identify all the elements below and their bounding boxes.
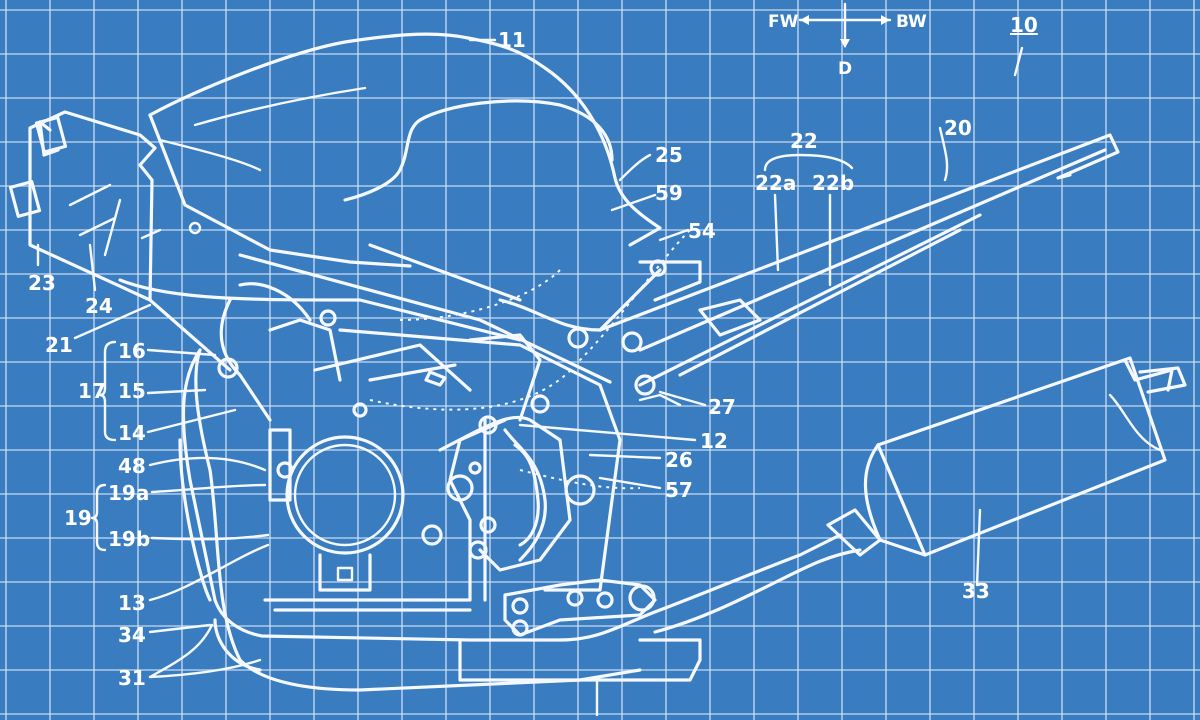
label-23: 23 — [28, 271, 56, 295]
label-57: 57 — [665, 478, 693, 502]
label-16: 16 — [118, 339, 146, 363]
label-13: 13 — [118, 591, 146, 615]
label-12: 12 — [700, 429, 728, 453]
label-34: 34 — [118, 623, 146, 647]
label-11: 11 — [498, 28, 526, 52]
direction-backward: BW — [896, 12, 927, 32]
label-10: 10 — [1010, 13, 1038, 37]
label-48: 48 — [118, 454, 146, 478]
rear-subframe — [598, 133, 1120, 407]
fuel-tank — [148, 32, 662, 268]
engine — [181, 259, 667, 642]
label-26: 26 — [665, 448, 693, 472]
main-frame — [118, 243, 622, 592]
steering-head — [8, 110, 202, 302]
label-19: 19 — [64, 506, 92, 530]
direction-indicator: FW BW D — [768, 2, 927, 79]
label-19b: 19b — [108, 527, 150, 551]
label-17: 17 — [78, 379, 106, 403]
reference-labels: 11 10 20 22 22a 22b 25 59 54 23 24 21 16… — [28, 13, 1038, 690]
leader-lines — [36, 38, 1024, 717]
label-24: 24 — [85, 294, 113, 318]
label-54: 54 — [688, 219, 716, 243]
label-19a: 19a — [108, 481, 149, 505]
label-59: 59 — [655, 181, 683, 205]
exhaust-pipes — [178, 348, 882, 692]
hidden-lines — [369, 229, 691, 490]
label-14: 14 — [118, 421, 146, 445]
label-25: 25 — [655, 143, 683, 167]
label-20: 20 — [944, 116, 972, 140]
muffler — [863, 356, 1187, 557]
swingarm-pivot — [503, 578, 657, 637]
direction-forward: FW — [768, 12, 799, 32]
label-22a: 22a — [755, 171, 796, 195]
label-21: 21 — [45, 333, 73, 357]
direction-down: D — [838, 59, 852, 79]
label-22b: 22b — [812, 171, 854, 195]
label-braces — [90, 340, 117, 552]
label-15: 15 — [118, 379, 146, 403]
label-22: 22 — [790, 129, 818, 153]
label-33: 33 — [962, 579, 990, 603]
label-27: 27 — [708, 395, 736, 419]
label-31: 31 — [118, 666, 146, 690]
